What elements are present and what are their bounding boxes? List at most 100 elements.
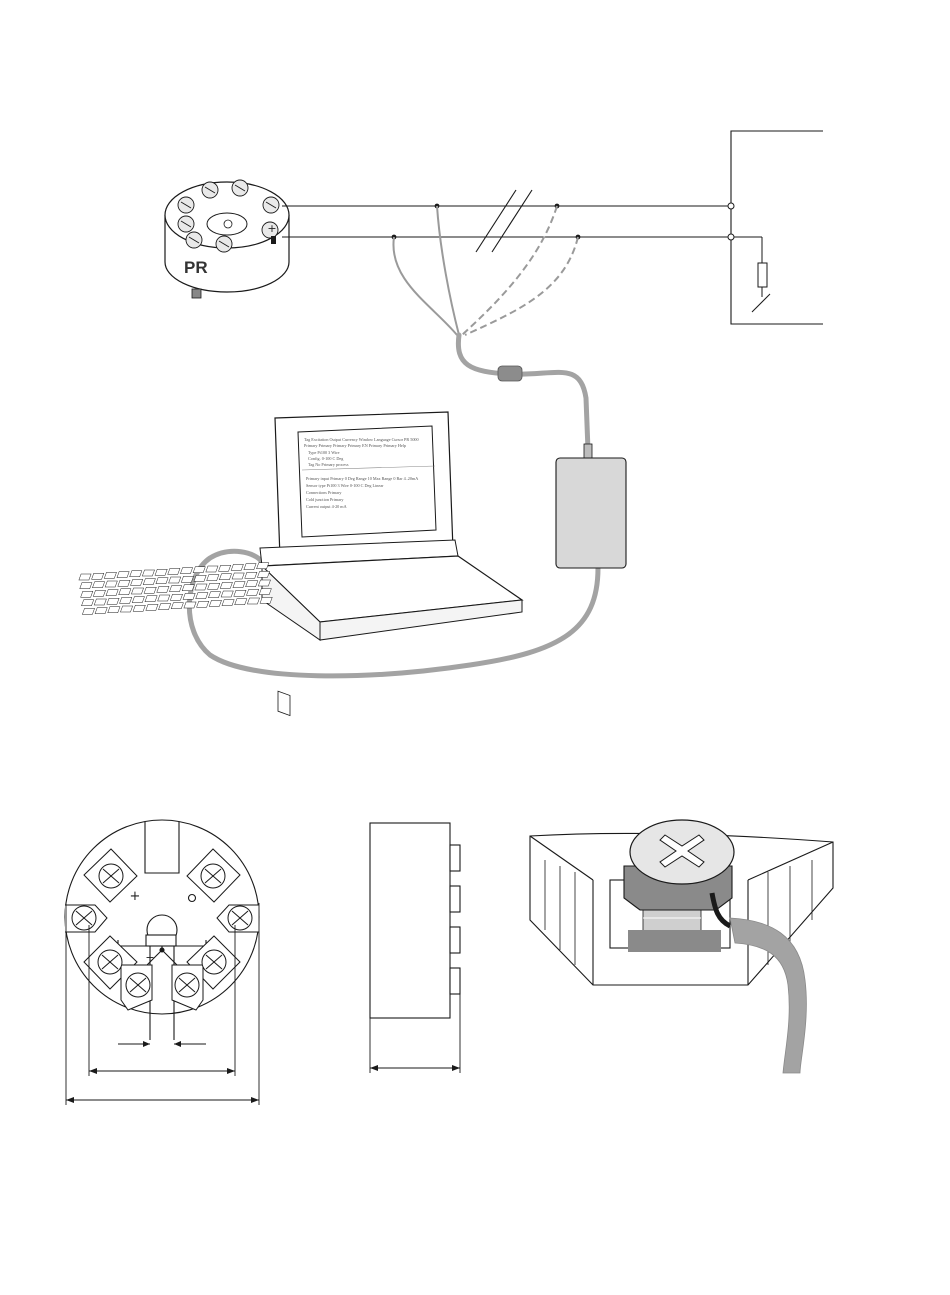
keyboard-key [194,583,208,591]
keyboard-key [143,586,157,594]
switch-contact [751,293,771,313]
keyboard-key [180,567,193,574]
keyboard-key [130,579,144,586]
transmitter-front-view [64,819,260,1105]
keyboard-key [91,572,105,580]
keyboard-key [116,571,130,578]
keyboard-key [257,579,271,587]
keyboard-key [207,582,221,590]
keyboard-key [183,601,197,609]
keyboard-key [105,589,119,596]
front-screw-slots [75,868,249,993]
keyboard-key [142,578,156,585]
screen-line: Config. 0-100 C Deg [308,456,344,461]
keyboard-key [92,581,105,589]
keyboard-key [104,580,118,588]
keyboard-key [259,596,273,604]
keyboard-key [168,576,182,584]
keyboard-key [81,599,95,607]
keyboard-key [244,571,258,579]
screen-line: Tag No Primary process [308,462,349,467]
keyboard-key [79,582,93,589]
keyboard-key [129,570,143,578]
keyboard-key [132,604,146,612]
keyboard-key [221,599,235,606]
keyboard-key [180,575,194,583]
wire-insulation [729,917,807,1074]
keyboard-key [80,590,94,598]
clamp-plate [628,930,721,952]
keyboard-key [103,572,117,579]
keyboard-key [131,587,144,595]
signal-wires [282,205,731,238]
keyboard-key [205,565,219,573]
keyboard-key [170,602,184,610]
keyboard-key [156,586,170,593]
keyboard-key [243,563,257,570]
keyboard-key [92,590,106,597]
keyboard-key [144,595,158,603]
keyboard-key [145,604,159,611]
keyboard-key [233,589,247,597]
keyboard-key [219,582,233,589]
keyboard-key [78,573,92,581]
keyboard-key [206,574,220,581]
keyboard-key [94,607,108,614]
front-plus-mark: + [130,889,141,904]
keyboard-key [93,598,107,606]
test-leads [392,205,579,336]
keyboard-key [157,594,171,602]
screw-cross-slot [659,834,705,868]
keyboard-key [258,588,272,595]
screen-line: Connections Primary [306,490,342,495]
screen-line: Tag Excitation Output Currency Window La… [304,437,419,442]
loop-supply [727,130,823,325]
keyboard-key [119,597,133,604]
keyboard-key [208,600,222,607]
laptop-screen-text: Tag Excitation Output Currency Window La… [304,437,419,509]
laptop-keyboard [78,562,273,615]
keyboard-key [193,575,207,582]
keyboard-key [219,573,232,581]
transmitter-logo: PR [184,258,208,277]
keyboard-key [182,593,196,600]
keyboard-key [118,588,132,596]
screen-line: Cold junction Primary [306,497,344,502]
keyboard-key [107,606,121,614]
transmitter-side-view [369,822,461,1073]
keyboard-key [220,590,234,598]
front-minus-mark: − [145,951,154,964]
keyboard-key [181,584,195,592]
keyboard-key [169,585,183,592]
keyboard-key [232,581,246,588]
load-resistor [757,262,768,288]
transmitter-head: + PR [164,179,290,299]
interface-box [555,443,627,569]
keyboard-key [256,562,270,570]
keyboard-key [158,603,172,610]
keyboard-key [170,593,183,601]
transmitter-plus-mark: + [267,222,276,235]
keyboard-key [167,568,181,575]
keyboard-key [196,600,210,608]
ferrite-bead [497,365,523,382]
wire-core [709,892,732,929]
keyboard-key [234,598,248,606]
keyboard-key [106,597,120,605]
keyboard-key [246,589,260,596]
keyboard-key [155,577,169,585]
laptop: Tag Excitation Output Currency Window La… [78,411,524,717]
screen-line: Primary Primary Primary Primary EN Prima… [304,443,406,448]
screen-line: Primary input Primary 0 Deg Range 10 Max… [306,476,418,481]
keyboard-key [257,571,270,578]
keyboard-key [231,572,245,580]
keyboard-key [218,564,232,572]
keyboard-key [131,596,145,603]
screen-line: Sensor type Pt100 3 Wire 0-100 C Deg Lin… [306,483,384,488]
keyboard-key [142,569,155,577]
keyboard-key [154,568,168,576]
keyboard-key [120,605,133,613]
dimension-arrowheads [66,1041,259,1103]
keyboard-key [117,579,131,587]
keyboard-key [247,597,260,605]
